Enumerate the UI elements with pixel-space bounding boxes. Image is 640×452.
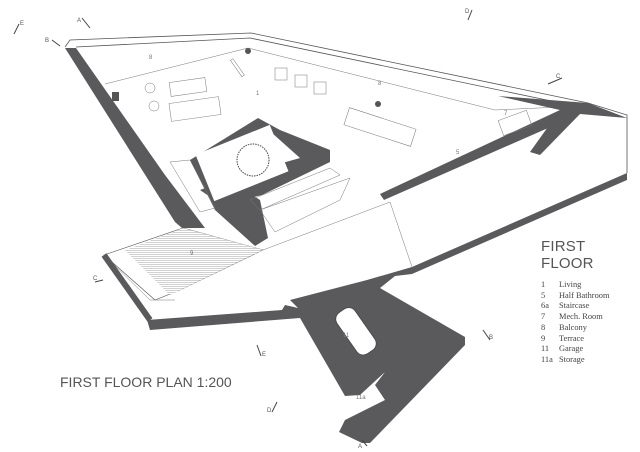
legend-item: 8 Balcony (541, 323, 640, 334)
table-icon (230, 58, 245, 78)
legend-number: 7 (541, 312, 546, 322)
armchair-icon (148, 100, 160, 112)
legend-item: 11a Storage (541, 355, 640, 366)
legend-item: 6a Staircase (541, 301, 640, 312)
section-markers (13, 9, 563, 447)
wall-west (65, 48, 205, 228)
legend-number: 6a (541, 301, 549, 311)
legend-title: FIRST FLOOR (541, 238, 594, 272)
legend-label: Balcony (559, 322, 587, 332)
section-marker: A (77, 18, 81, 24)
legend-label: Half Bathroom (559, 290, 610, 300)
section-marker: C (93, 276, 98, 282)
wall-terrace (101, 253, 153, 322)
room-label-balcony: 8 (149, 55, 153, 61)
legend-item: 5 Half Bathroom (541, 291, 640, 302)
terrace-steps (103, 254, 175, 301)
legend-label: Staircase (559, 301, 590, 311)
legend-label: Mech. Room (559, 312, 603, 322)
section-marker: D (267, 408, 272, 414)
chair-icon (274, 67, 288, 81)
terrace-deck (125, 228, 263, 295)
courtyard-tree (236, 143, 270, 177)
balcony-outline (64, 32, 628, 173)
room-label-mech: 7 (504, 111, 508, 117)
legend: FIRST FLOOR 1 Living 5 Half Bathroom 6a Stair… (541, 238, 640, 366)
legend-item: 1 Living (541, 280, 640, 291)
section-marker: E (20, 21, 24, 27)
furniture (144, 58, 533, 147)
section-marker: C (556, 74, 561, 80)
room-label-garage: 11 (343, 333, 350, 339)
section-marker: E (262, 352, 266, 358)
legend-number: 11a (541, 354, 553, 364)
chair-icon (313, 81, 327, 95)
sofa-icon (168, 96, 222, 122)
legend-number: 5 (541, 290, 546, 300)
section-marker: D (465, 9, 470, 15)
legend-item: 11 Garage (541, 344, 640, 355)
plan-title: FIRST FLOOR PLAN 1:200 (60, 374, 232, 390)
armchair-icon (144, 82, 156, 94)
legend-label: Living (559, 280, 582, 289)
room-label-storage: 11a (356, 395, 366, 401)
equipment-icon (497, 110, 533, 136)
legend-number: 11 (541, 344, 550, 354)
section-marker: B (489, 335, 493, 341)
fireplace-icon (112, 92, 119, 101)
room-label-terrace: 9 (190, 251, 194, 257)
legend-number: 9 (541, 333, 546, 343)
chair-icon (294, 74, 308, 88)
legend-item: 9 Terrace (541, 334, 640, 345)
wall-mech (530, 110, 580, 155)
column-icon (245, 48, 251, 54)
legend-label: Terrace (559, 333, 584, 343)
legend-number: 8 (541, 322, 546, 332)
legend-number: 1 (541, 280, 546, 289)
car-icon (335, 307, 377, 356)
wall-east-outer (147, 173, 627, 443)
staircase (169, 159, 351, 233)
kitchen-counter-icon (343, 107, 417, 147)
balcony-rail (75, 37, 586, 109)
sofa-icon (168, 77, 208, 97)
driveway-edge (262, 201, 413, 268)
legend-item: 7 Mech. Room (541, 312, 640, 323)
section-marker: B (45, 38, 49, 44)
room-label-living: 1 (256, 91, 260, 97)
legend-label: Storage (559, 354, 585, 364)
wall-east-inner (380, 96, 627, 200)
column-icon (375, 101, 381, 107)
legend-label: Garage (559, 344, 584, 354)
balcony-inner-edge (104, 47, 561, 111)
room-label-bath: 5 (456, 150, 460, 156)
section-marker: A (358, 444, 362, 450)
room-label-balcony: 8 (378, 81, 382, 87)
